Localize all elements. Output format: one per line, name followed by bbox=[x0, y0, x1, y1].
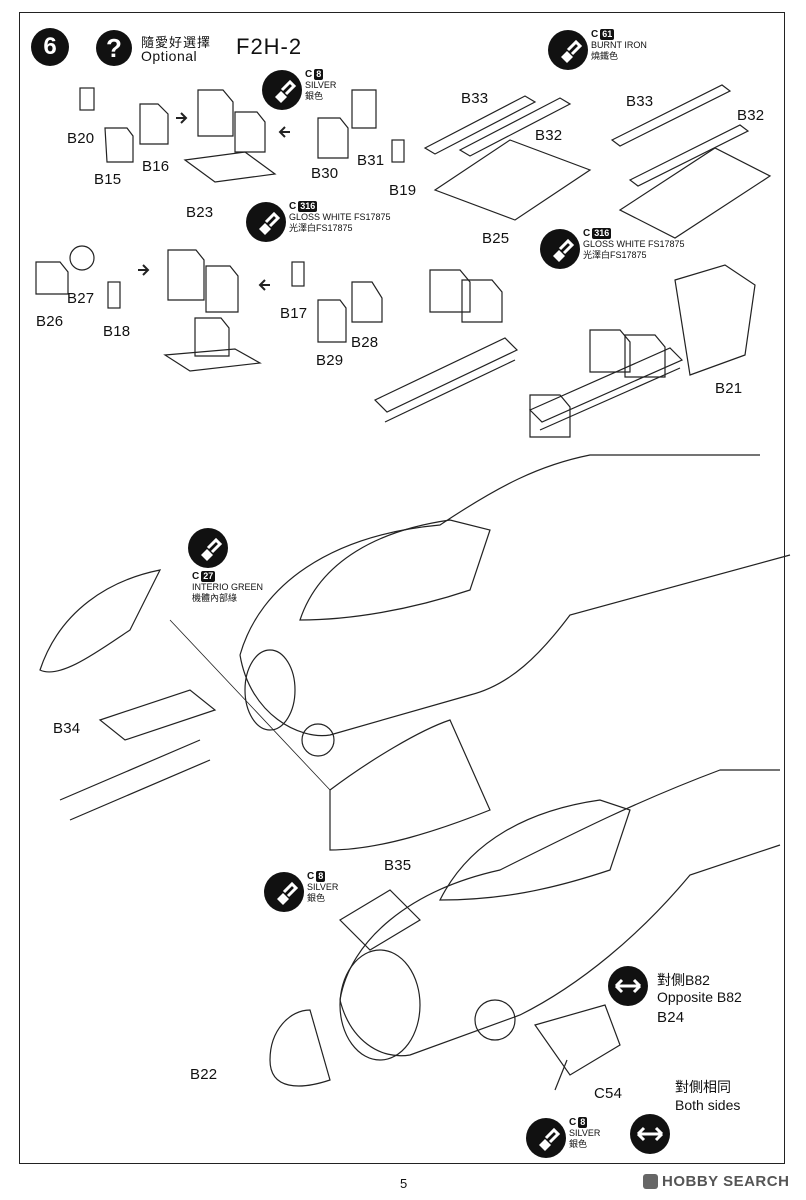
paint-name: BURNT IRON bbox=[591, 40, 647, 50]
paint-code: C bbox=[569, 1117, 577, 1128]
paint-number: 8 bbox=[578, 1117, 588, 1128]
gun-seat-assembly bbox=[373, 264, 756, 438]
paint-name-zh: 銀色 bbox=[307, 893, 326, 903]
paint-code: C bbox=[289, 201, 297, 212]
paint-name: SILVER bbox=[569, 1128, 601, 1138]
paintbrush-icon bbox=[246, 202, 286, 242]
paint-code: C bbox=[583, 228, 591, 239]
paint-name-zh: 銀色 bbox=[305, 91, 324, 101]
part-label-c54: C54 bbox=[594, 1085, 623, 1102]
part-label-b30: B30 bbox=[311, 165, 339, 182]
part-label-b35: B35 bbox=[384, 857, 412, 874]
paint-name-zh: 銀色 bbox=[569, 1139, 588, 1149]
paintbrush-icon bbox=[264, 872, 304, 912]
part-label-b32-right: B32 bbox=[737, 107, 765, 124]
part-label-b28: B28 bbox=[351, 334, 379, 351]
part-label-b23: B23 bbox=[186, 204, 214, 221]
paint-number: 316 bbox=[592, 228, 612, 239]
part-label-b33-right: B33 bbox=[626, 93, 654, 110]
part-label-b18: B18 bbox=[103, 323, 131, 340]
paint-number: 27 bbox=[201, 571, 216, 582]
part-label-b31: B31 bbox=[357, 152, 385, 169]
paint-code: C bbox=[192, 571, 200, 582]
opposite-note-en: Opposite B82 bbox=[657, 989, 742, 1005]
double-arrow-icon bbox=[630, 1114, 670, 1154]
page-frame bbox=[19, 12, 785, 1164]
optional-label-en: Optional bbox=[141, 48, 198, 64]
part-label-b24: B24 bbox=[657, 1009, 685, 1026]
part-label-b16: B16 bbox=[142, 158, 170, 175]
opposite-note-zh: 對側B82 bbox=[657, 972, 710, 988]
part-label-b19: B19 bbox=[389, 182, 417, 199]
part-label-b33-left: B33 bbox=[461, 90, 489, 107]
both-sides-note-zh: 對側相同 bbox=[675, 1079, 731, 1095]
brand-text: HOBBY SEARCH bbox=[662, 1173, 790, 1190]
paint-number: 8 bbox=[316, 871, 326, 882]
seat-assembly-upper bbox=[79, 87, 405, 183]
paint-number: 316 bbox=[298, 201, 318, 212]
watermark-brand: HOBBY SEARCH bbox=[643, 1173, 789, 1190]
paint-name: SILVER bbox=[307, 882, 339, 892]
paint-name: SILVER bbox=[305, 80, 337, 90]
part-label-b15: B15 bbox=[94, 171, 122, 188]
paintbrush-icon bbox=[540, 229, 580, 269]
paint-name-zh: 光澤白FS17875 bbox=[583, 250, 647, 260]
part-label-b34: B34 bbox=[53, 720, 81, 737]
fuselage-lower bbox=[269, 769, 781, 1091]
paint-name-zh: 燒鐵色 bbox=[591, 51, 619, 61]
brand-logo-icon bbox=[643, 1174, 658, 1189]
model-name: F2H-2 bbox=[236, 34, 303, 59]
paint-number: 8 bbox=[314, 69, 324, 80]
part-label-b29: B29 bbox=[316, 352, 344, 369]
part-label-b26: B26 bbox=[36, 313, 64, 330]
paint-name: GLOSS WHITE FS17875 bbox=[583, 239, 685, 249]
paint-code: C bbox=[307, 871, 315, 882]
part-label-b25: B25 bbox=[482, 230, 510, 247]
part-label-b20: B20 bbox=[67, 130, 95, 147]
paintbrush-icon bbox=[262, 70, 302, 110]
paint-name: INTERIO GREEN bbox=[192, 582, 264, 592]
paint-code: C bbox=[591, 29, 599, 40]
paint-name-zh: 光澤白FS17875 bbox=[289, 223, 353, 233]
part-label-b21: B21 bbox=[715, 380, 743, 397]
part-label-b17: B17 bbox=[280, 305, 308, 322]
step-number: 6 bbox=[31, 28, 69, 66]
paint-name-zh: 機體內部綠 bbox=[192, 593, 238, 603]
page-number: 5 bbox=[400, 1176, 408, 1191]
part-label-b27: B27 bbox=[67, 290, 95, 307]
paintbrush-icon bbox=[548, 30, 588, 70]
both-sides-note-en: Both sides bbox=[675, 1097, 741, 1113]
paint-number: 61 bbox=[600, 29, 615, 40]
part-label-b22: B22 bbox=[190, 1066, 218, 1083]
gun-assembly-upper bbox=[423, 84, 772, 239]
part-label-b32-left: B32 bbox=[535, 127, 563, 144]
fuselage-upper bbox=[39, 454, 791, 851]
paintbrush-icon bbox=[188, 528, 228, 568]
optional-label-zh: 隨愛好選擇 bbox=[141, 35, 212, 50]
double-arrow-icon bbox=[608, 966, 648, 1006]
paintbrush-icon bbox=[526, 1118, 566, 1158]
optional-icon: ? bbox=[96, 30, 132, 66]
seat-assembly-lower bbox=[35, 245, 383, 372]
paint-code: C bbox=[305, 69, 313, 80]
paint-name: GLOSS WHITE FS17875 bbox=[289, 212, 391, 222]
